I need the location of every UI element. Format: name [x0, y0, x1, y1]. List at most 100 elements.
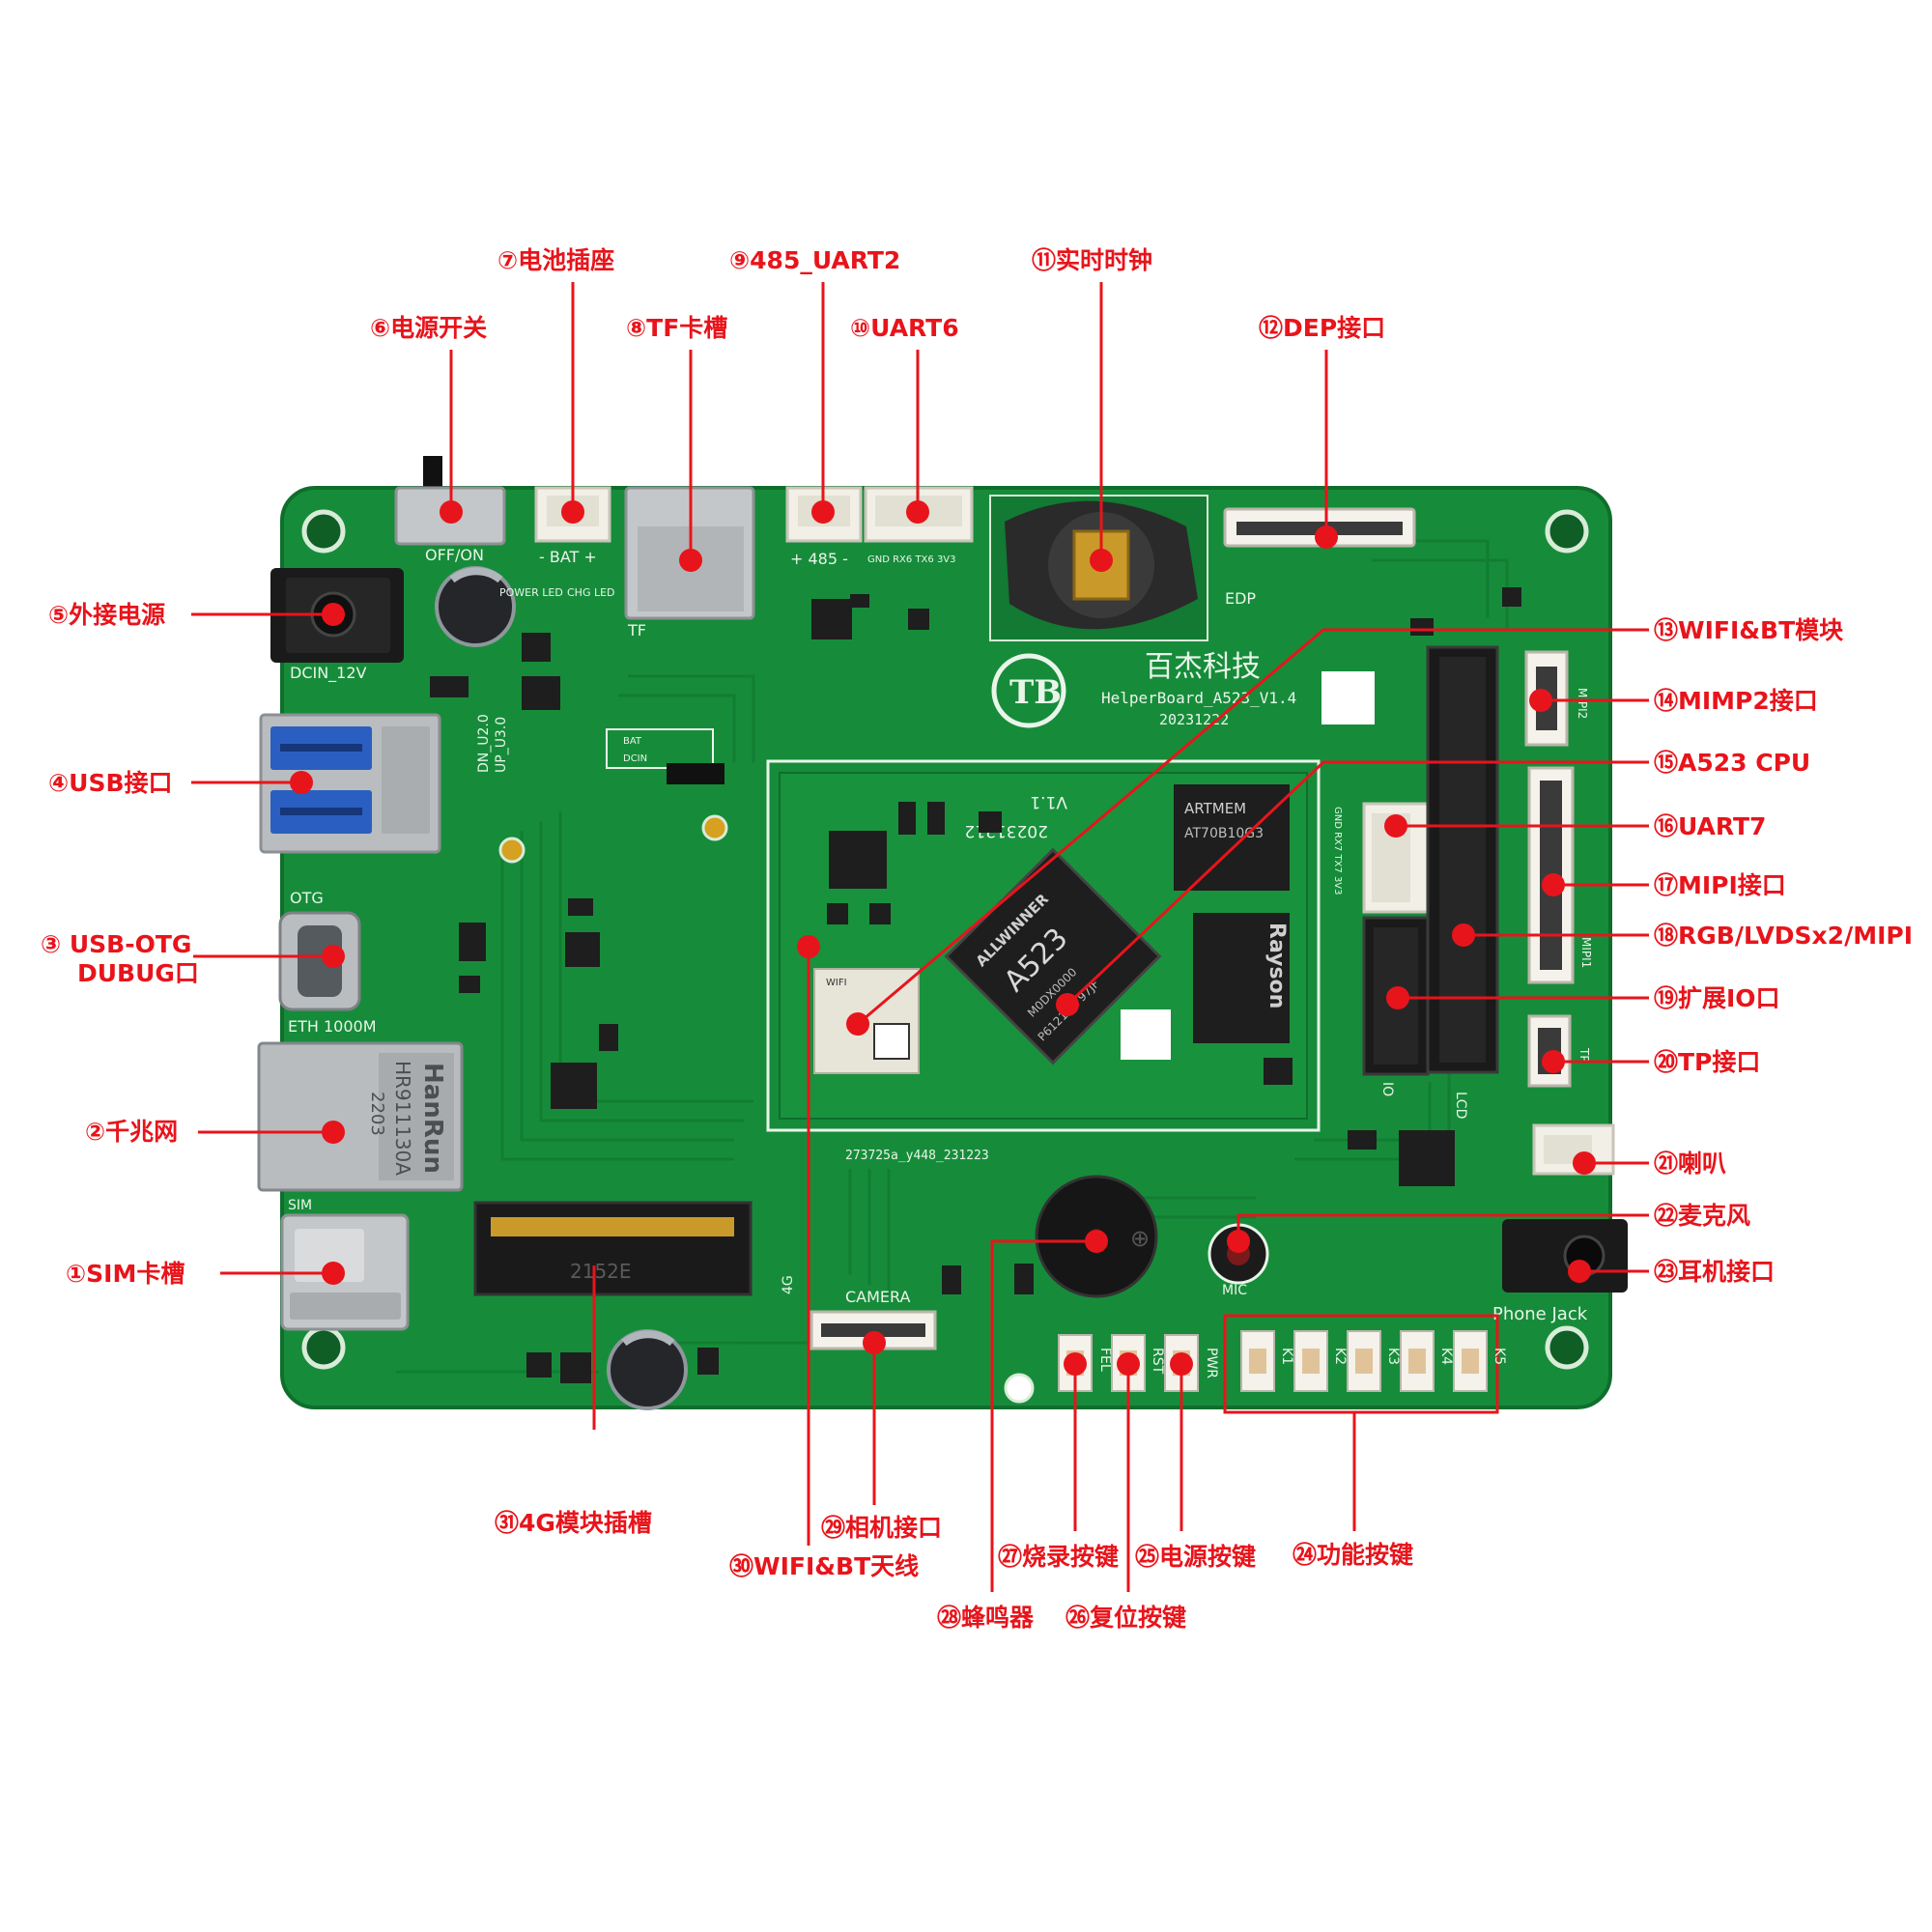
fel-silk: FEL — [1097, 1348, 1113, 1372]
eth-silk: ETH 1000M — [288, 1017, 377, 1036]
lcd-pin-header: LCD — [1426, 645, 1499, 1119]
key-k4-silk: K4 — [1438, 1348, 1454, 1365]
ram-chip: ARTMEM AT70B10G3 — [1174, 784, 1290, 891]
label-reset-button: ㉖复位按键 — [1065, 1604, 1186, 1632]
up-u3-silk: UP_U3.0 — [494, 717, 509, 773]
label-external-power: ⑤外接电源 — [48, 601, 165, 629]
camera-silk: CAMERA — [845, 1288, 911, 1306]
label-buzzer: ㉘蜂鸣器 — [937, 1604, 1035, 1632]
hanrun-part: HR911130A — [391, 1061, 414, 1176]
label-wifi-bt-antenna: ㉚WIFI&BT天线 — [729, 1552, 919, 1580]
label-speaker: ㉑喇叭 — [1654, 1150, 1726, 1178]
edp-silk: EDP — [1225, 589, 1256, 608]
brand-name: 百杰科技 — [1145, 650, 1261, 684]
sim-silk: SIM — [288, 1198, 312, 1213]
label-rgb-lvds-mipi: ⑱RGB/LVDSx2/MIPI — [1654, 922, 1913, 950]
label-tp-port: ⑳TP接口 — [1654, 1048, 1760, 1076]
uart7-pins-silk: GND RX7 TX7 3V3 — [1332, 807, 1343, 895]
mic-silk: MIC — [1222, 1283, 1247, 1298]
key-k3-silk: K3 — [1385, 1348, 1401, 1365]
electrolytic-cap-bottom — [607, 1329, 688, 1410]
sim-card-slot: SIM — [280, 1198, 410, 1331]
leader-15 — [1065, 760, 1649, 1007]
callout-dots — [290, 500, 1596, 1376]
label-headphone-jack: ㉓耳机接口 — [1654, 1258, 1775, 1286]
otg-silk: OTG — [290, 889, 324, 907]
flash-brand: Rayson — [1264, 923, 1289, 1009]
leader-28 — [990, 1239, 1096, 1592]
key-k2-silk: K2 — [1332, 1348, 1348, 1365]
label-debug-port: DUBUG口 — [77, 959, 199, 987]
label-mimp2-port: ⑭MIMP2接口 — [1654, 687, 1818, 715]
label-wifi-bt-module: ⑬WIFI&BT模块 — [1654, 616, 1843, 644]
rst-silk: RST — [1150, 1348, 1165, 1375]
label-uart6: ⑩UART6 — [850, 314, 959, 342]
core-module: 20231212 V1.1 273725a_y448_231223 ALLWIN… — [766, 759, 1321, 1163]
tp-silk: TP — [1577, 1047, 1591, 1063]
label-4g-slot: ㉛4G模块插槽 — [495, 1509, 652, 1537]
battery-connector: - BAT + POWER LED CHG LED — [499, 486, 615, 599]
off-on-silk: OFF/ON — [425, 546, 484, 564]
key-k5-silk: K5 — [1492, 1348, 1507, 1365]
wifi-module-label: WIFI — [826, 978, 847, 988]
chg-led-silk: CHG LED — [567, 586, 615, 599]
label-usb-otg: ③ USB-OTG — [41, 930, 191, 958]
brand-logo — [991, 653, 1066, 728]
jumper-block: BAT DCIN — [606, 728, 724, 784]
pwr-silk: PWR — [1204, 1348, 1219, 1378]
pmic-chip — [829, 831, 887, 889]
power-led-silk: POWER LED — [499, 586, 563, 599]
label-flash-button: ㉗烧录按键 — [998, 1543, 1119, 1571]
label-expansion-io: ⑲扩展IO口 — [1654, 984, 1780, 1012]
mipi2-silk: MIPI2 — [1576, 688, 1589, 719]
core-version: V1.1 — [1030, 792, 1067, 811]
brand-block: TB 百杰科技 HelperBoard_A523_V1.4 20231222 — [991, 650, 1375, 728]
hanrun-brand: HanRun — [418, 1063, 447, 1174]
brand-logo-glyph: TB — [1009, 673, 1062, 712]
ethernet-rj45: ETH 1000M HanRun HR911130A 2203 — [257, 1017, 464, 1192]
label-sim-slot: ①SIM卡槽 — [66, 1260, 185, 1288]
label-gigabit-ethernet: ②千兆网 — [85, 1118, 178, 1146]
hanrun-date: 2203 — [367, 1092, 387, 1136]
phone-jack: Phone Jack — [1492, 1219, 1628, 1324]
label-tf-slot: ⑧TF卡槽 — [626, 314, 727, 342]
lcd-silk: LCD — [1453, 1092, 1468, 1119]
label-rtc: ⑪实时时钟 — [1032, 246, 1152, 274]
ram-brand: ARTMEM — [1184, 800, 1246, 817]
label-microphone: ㉒麦克风 — [1654, 1202, 1750, 1230]
pcb-traces — [396, 539, 1509, 1374]
label-485-uart2: ⑨485_UART2 — [729, 246, 900, 274]
callout-lines — [191, 282, 1649, 1592]
label-a523-cpu: ⑮A523 CPU — [1654, 749, 1810, 777]
flash-chip: Rayson — [1193, 913, 1290, 1043]
mipi1-silk: MIPI1 — [1579, 937, 1593, 968]
model-label: HelperBoard_A523_V1.4 — [1101, 689, 1296, 707]
function-keys: K1 K2 K3 K4 K5 — [1223, 1314, 1507, 1414]
key-k1-silk: K1 — [1279, 1348, 1294, 1365]
dn-u2-silk: DN_U2.0 — [476, 714, 492, 773]
core-qr-label — [1121, 1009, 1171, 1060]
label-power-switch: ⑥电源开关 — [370, 314, 487, 342]
leader-22 — [1236, 1213, 1649, 1236]
4g-silk: 4G — [781, 1275, 796, 1294]
label-battery-socket: ⑦电池插座 — [497, 246, 614, 274]
label-uart7: ⑯UART7 — [1654, 812, 1766, 840]
label-power-button: ㉕电源按键 — [1135, 1543, 1256, 1571]
r485-silk: + 485 - — [790, 550, 848, 568]
buzzer-plus: ⊕ — [1130, 1225, 1150, 1252]
qr-label — [1321, 671, 1375, 724]
function-keys-highlight — [1223, 1314, 1499, 1414]
phone-jack-silk: Phone Jack — [1492, 1304, 1588, 1324]
pcie-code: 2152E — [570, 1260, 632, 1283]
electrolytic-cap-top — [435, 566, 516, 647]
uart6-pins-silk: GND RX6 TX6 3V3 — [867, 554, 956, 565]
4g-pcie-slot: 2152E 4G — [473, 1201, 796, 1296]
dcin-jumper-silk: DCIN — [623, 753, 647, 764]
bat-silk: - BAT + — [539, 548, 597, 566]
uart7-connector: GND RX7 TX7 3V3 — [1332, 802, 1432, 914]
mounting-holes — [301, 509, 1589, 1404]
callout-labels: ①SIM卡槽 ②千兆网 ③ USB-OTG DUBUG口 ④USB接口 ⑤外接电… — [41, 246, 1913, 1632]
label-mipi-port: ⑰MIPI接口 — [1654, 871, 1786, 899]
